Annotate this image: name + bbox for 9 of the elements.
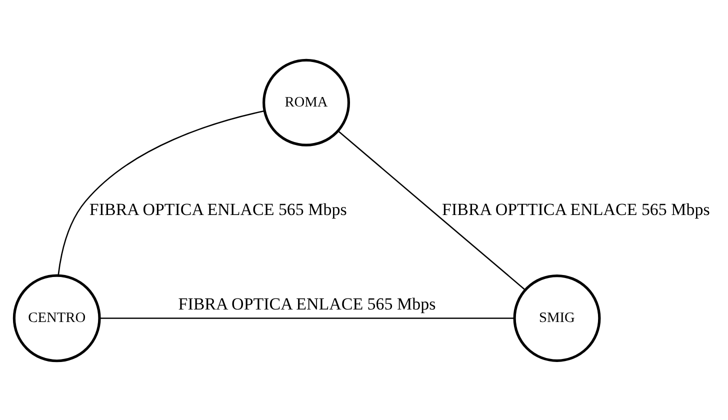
connector — [100, 317, 514, 318]
connector — [338, 130, 526, 290]
edge-label: FIBRA OPTTICA ENLACE 565 Mbps — [442, 199, 710, 218]
node-circle: SMIG — [513, 274, 601, 362]
node-circle: CENTRO — [12, 274, 101, 362]
edge-label: FIBRA OPTICA ENLACE 565 Mbps — [178, 294, 436, 314]
edge-label: FIBRA OPTICA ENLACE 565 Mbps — [89, 199, 347, 218]
connector — [58, 110, 264, 275]
node-circle: ROMA — [262, 58, 350, 146]
